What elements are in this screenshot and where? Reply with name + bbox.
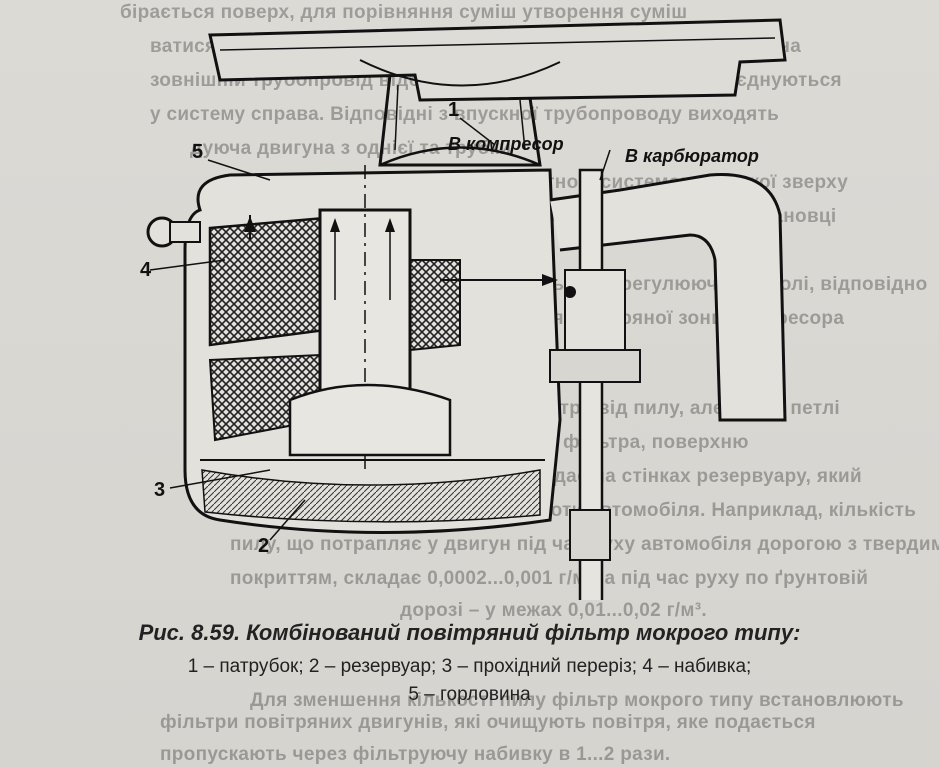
- air-filter-drawing: 5 4 3 2 1 В компресор В карбюратор: [130, 0, 910, 612]
- outlet-branch: [440, 168, 787, 612]
- figure-caption-legend: 5 – горловина: [408, 684, 531, 705]
- bleed-line: покриттям, складає 0,0002...0,001 г/м³, …: [230, 568, 869, 589]
- bleed-line: дуюча двигуна з однієї та трубки: [190, 138, 512, 159]
- intake-duct: [208, 18, 787, 167]
- leader-lines: [149, 117, 611, 541]
- filter-packing: [208, 216, 461, 442]
- callout-3: 3: [154, 479, 165, 501]
- bleed-line: Для зменшення кількості пилу фільтр мокр…: [250, 690, 904, 711]
- callout-2: 2: [258, 535, 269, 557]
- to-compressor-label: В компресор: [448, 134, 564, 154]
- figure-caption-title: Рис. 8.59. Комбінований повітряний фільт…: [138, 620, 801, 645]
- bleed-line: дорозі – у межах 0,01...0,02 г/м³.: [400, 600, 707, 621]
- callout-5: 5: [192, 141, 203, 163]
- figure-caption-legend: 1 – патрубок; 2 – резервуар; 3 – прохідн…: [187, 656, 752, 677]
- callout-4: 4: [140, 259, 152, 281]
- to-carburetor-label: В карбюратор: [625, 146, 759, 166]
- central-tube: [244, 165, 452, 470]
- callout-1: 1: [448, 99, 459, 121]
- bleed-line: фільтри повітряних двигунів, які очищуют…: [160, 712, 816, 733]
- bleed-line: у систему справа. Відповідні з впускної …: [150, 104, 780, 125]
- bleed-line: пропускають через фільтруючу набивку в 1…: [160, 744, 671, 765]
- air-filter-svg: 5 4 3 2 1 В компресор В карбюратор: [140, 18, 787, 612]
- bleed-line: бірається поверх, для порівняння суміш у…: [120, 2, 688, 23]
